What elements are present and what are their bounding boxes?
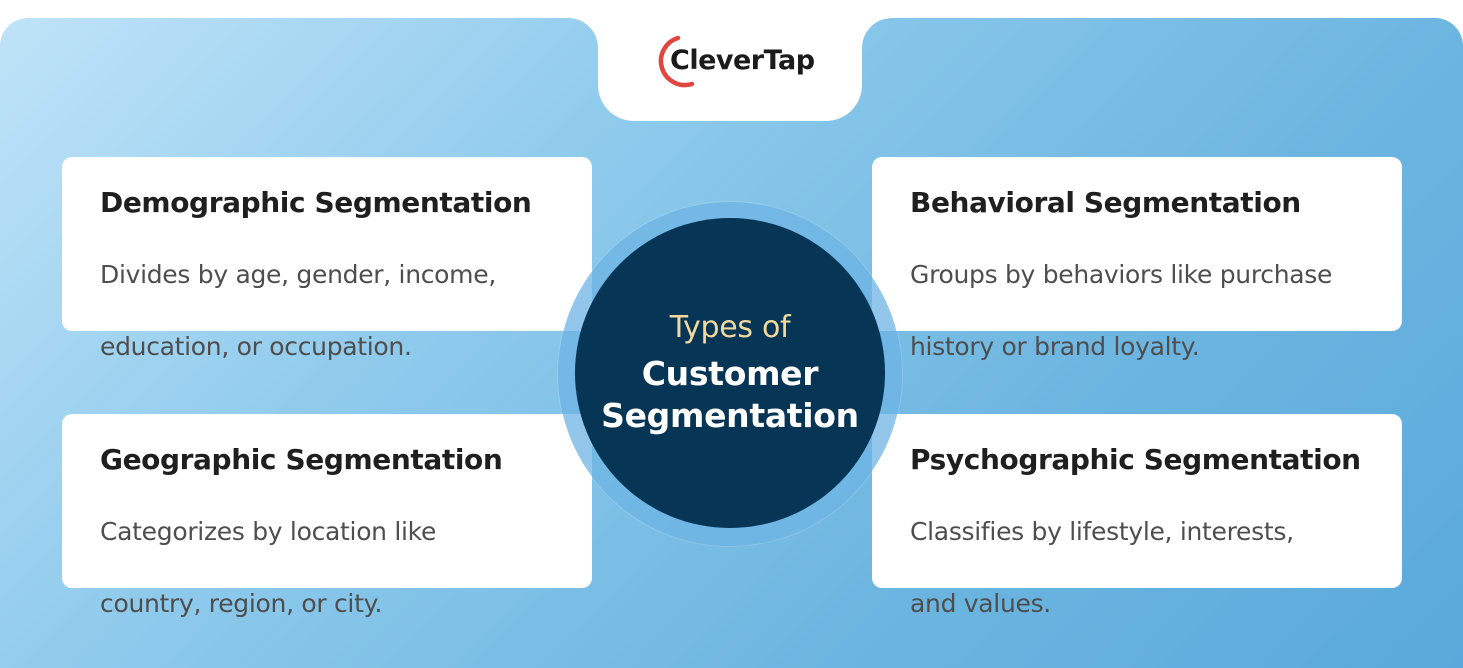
card-description: Divides by age, gender, income, educatio… bbox=[100, 221, 562, 401]
card-description: Groups by behaviors like purchase histor… bbox=[910, 221, 1372, 401]
card-description: Classifies by lifestyle, interests, and … bbox=[910, 478, 1372, 658]
brand-name: CleverTap bbox=[670, 44, 815, 76]
card-description-line: Classifies by lifestyle, interests, bbox=[910, 517, 1294, 546]
hub-subtitle: Types of bbox=[669, 310, 791, 345]
card-psychographic: Psychographic Segmentation Classifies by… bbox=[872, 414, 1402, 618]
card-description-line: education, or occupation. bbox=[100, 332, 412, 361]
clevertap-logo: CleverTap bbox=[648, 32, 815, 92]
card-title: Geographic Segmentation bbox=[100, 443, 503, 476]
card-title: Behavioral Segmentation bbox=[910, 186, 1301, 219]
card-demographic: Demographic Segmentation Divides by age,… bbox=[62, 157, 592, 361]
card-description: Categorizes by location like country, re… bbox=[100, 478, 562, 658]
card-geographic: Geographic Segmentation Categorizes by l… bbox=[62, 414, 592, 618]
card-description-line: and values. bbox=[910, 589, 1051, 618]
logo-tab: CleverTap bbox=[598, 0, 862, 121]
card-description-line: Divides by age, gender, income, bbox=[100, 260, 496, 289]
card-title: Psychographic Segmentation bbox=[910, 443, 1361, 476]
hub-title-line: Customer bbox=[641, 354, 819, 393]
clevertap-arc-icon bbox=[658, 35, 695, 88]
card-description-line: Groups by behaviors like purchase bbox=[910, 260, 1333, 289]
card-description-line: Categorizes by location like bbox=[100, 517, 437, 546]
hub-title-line: Segmentation bbox=[601, 396, 859, 435]
hub-circle: Types of Customer Segmentation bbox=[575, 218, 885, 528]
card-description-line: history or brand loyalty. bbox=[910, 332, 1200, 361]
card-behavioral: Behavioral Segmentation Groups by behavi… bbox=[872, 157, 1402, 361]
card-title: Demographic Segmentation bbox=[100, 186, 532, 219]
card-description-line: country, region, or city. bbox=[100, 589, 383, 618]
